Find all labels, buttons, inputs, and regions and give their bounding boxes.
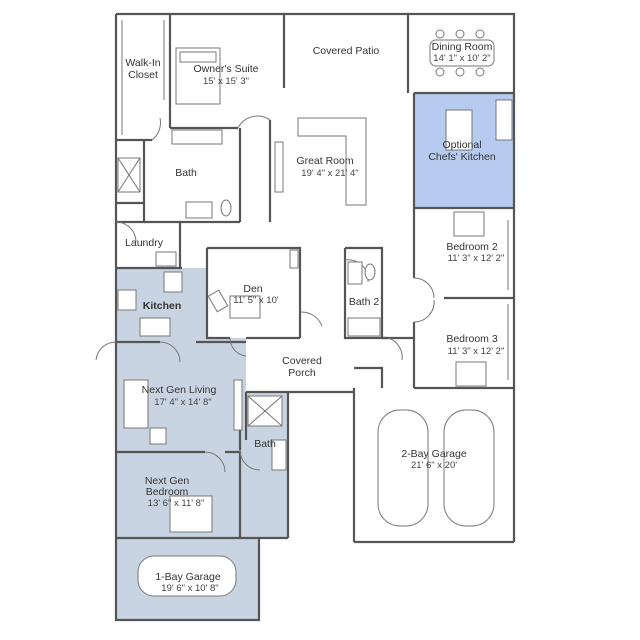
laundry-label: Laundry — [125, 237, 164, 249]
next-gen-living-dims: 17' 4" x 14' 8" — [154, 397, 211, 408]
walk-in-closet-label-2: Closet — [128, 69, 158, 81]
great-room-label: Great Room — [296, 155, 353, 167]
owners-suite-label: Owner's Suite — [193, 63, 258, 75]
bedroom3-bed-icon — [455, 361, 487, 387]
car-icon — [137, 409, 495, 597]
room-labels: Walk-In Closet Owner's Suite 15' x 15' 3… — [125, 41, 504, 594]
desk-icon — [229, 295, 261, 319]
stove-icon — [117, 289, 137, 311]
next-gen-living-label: Next Gen Living — [142, 384, 217, 396]
den-dims: 11' 5" x 10' — [233, 295, 279, 306]
two-bay-garage-label: 2-Bay Garage — [401, 448, 467, 460]
one-bay-garage-label: 1-Bay Garage — [155, 571, 221, 583]
one-bay-garage-dims: 19' 6" x 10' 8" — [161, 583, 218, 594]
bathtub-icon — [347, 317, 381, 337]
nextgen-sofa-icon — [123, 379, 149, 429]
covered-porch-label-2: Porch — [288, 367, 316, 379]
bedroom2-bed-icon — [453, 211, 485, 237]
nextgen-bed-icon — [169, 495, 213, 533]
bedroom3-dims: 11' 3" x 12' 2" — [448, 346, 505, 357]
chefs-kitchen-label-2: Chefs' Kitchen — [428, 151, 496, 163]
sofa-icon — [297, 117, 367, 206]
great-room-dims: 19' 4" x 21' 4" — [301, 168, 358, 179]
toilet-icon — [220, 199, 232, 217]
dining-room-dims: 14' 1" x 10' 2" — [433, 53, 490, 64]
walk-in-closet-label: Walk-In — [125, 57, 160, 69]
chefs-kitchen-label: Optional — [442, 139, 481, 151]
fixtures — [117, 20, 513, 597]
bedroom2-label: Bedroom 2 — [446, 241, 498, 253]
covered-patio-label: Covered Patio — [313, 45, 380, 57]
kitchen-label: Kitchen — [143, 300, 182, 312]
bedroom3-label: Bedroom 3 — [446, 333, 498, 345]
next-gen-bedroom-dims: 13' 6" x 11' 8" — [148, 498, 205, 509]
dining-room-label: Dining Room — [432, 41, 493, 53]
exterior-walls — [114, 12, 516, 622]
owners-suite-dims: 15' x 15' 3" — [203, 76, 249, 87]
two-bay-garage-dims: 21' 6" x 20' — [411, 460, 457, 471]
dining-table-icon — [429, 39, 495, 67]
bath-nextgen-label: Bath — [254, 438, 276, 450]
covered-porch-label: Covered — [282, 355, 322, 367]
kitchen-island-icon — [445, 109, 473, 151]
bath2-label: Bath 2 — [349, 296, 380, 308]
bedroom2-dims: 11' 3" x 12' 2" — [448, 253, 505, 264]
next-gen-bedroom-label: Next Gen — [145, 475, 190, 487]
den-label: Den — [243, 283, 262, 295]
next-gen-bedroom-label-2: Bedroom — [146, 486, 189, 498]
washer-icon — [155, 251, 177, 267]
bath-owner-label: Bath — [175, 167, 197, 179]
